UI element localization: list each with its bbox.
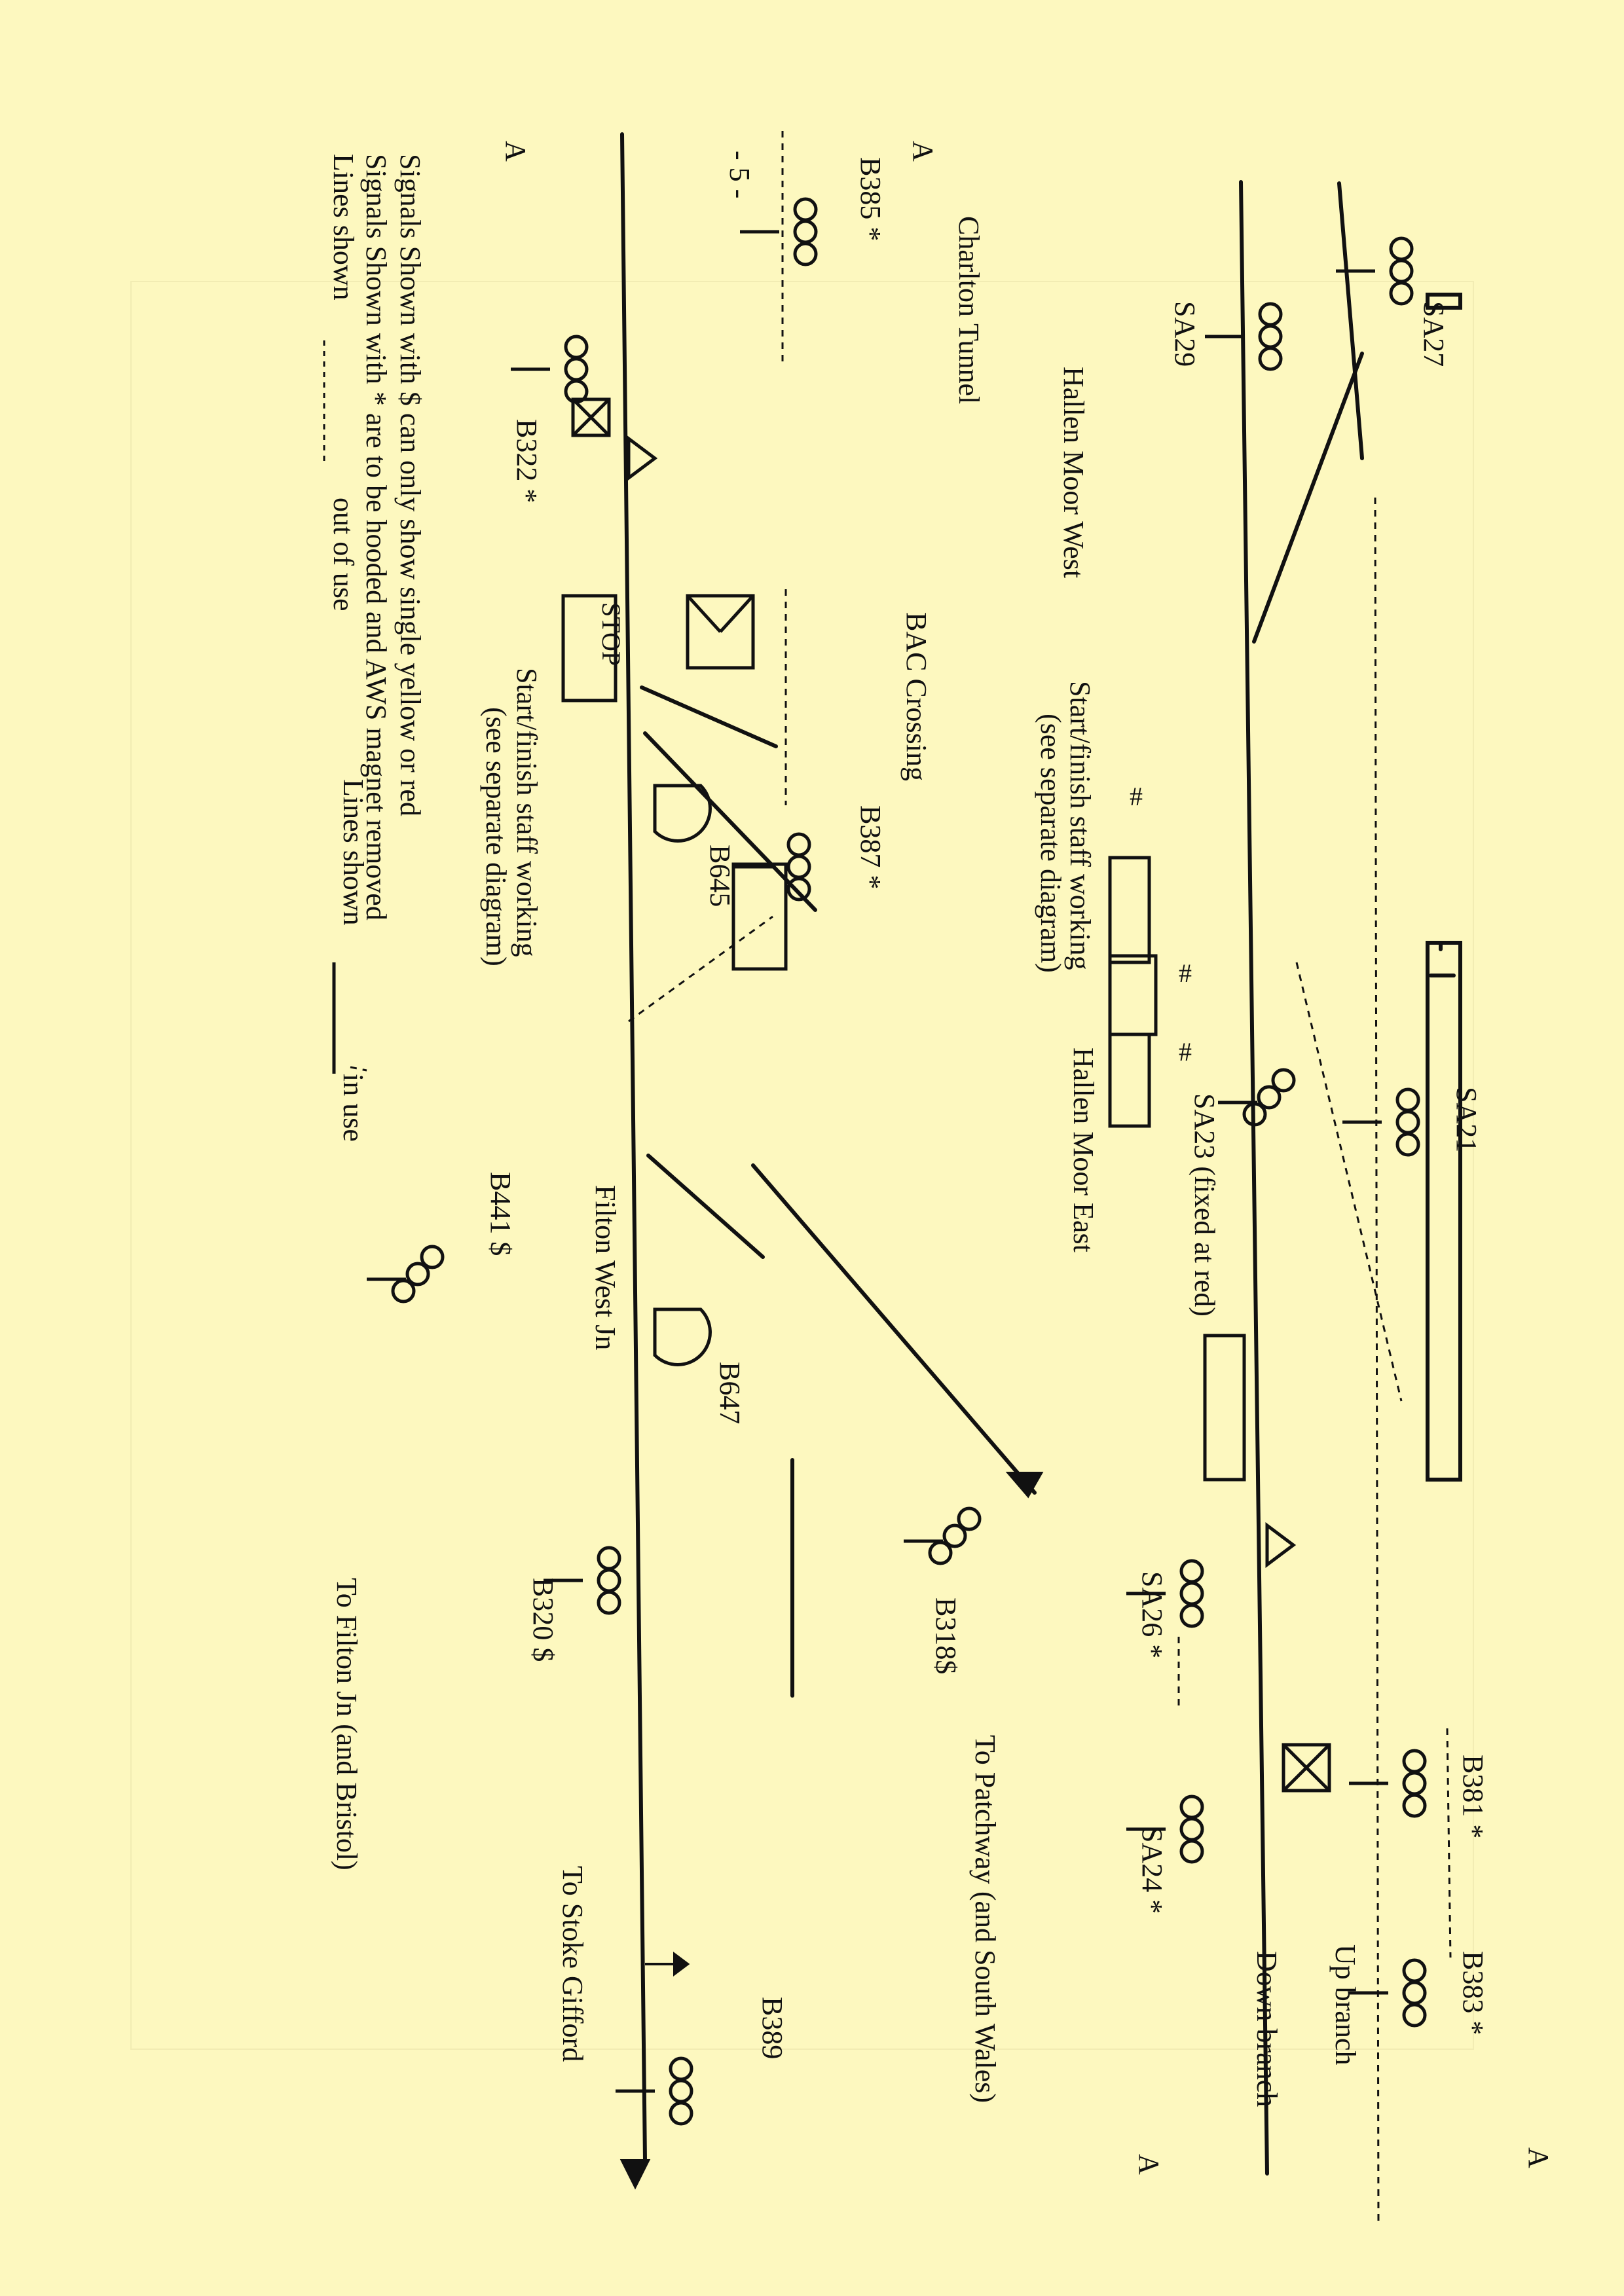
crossover-sa27 — [1252, 352, 1364, 644]
staff-working-east-line1: Start/finish staff working — [1064, 681, 1096, 970]
to-stoke-gifford-label: To Stoke Gifford — [557, 1866, 589, 2062]
signal-sa26-head — [1126, 1559, 1204, 1628]
board-b647-label: B647 — [714, 1362, 746, 1424]
signal-b322-head — [511, 335, 589, 404]
page-marker: - 5 - — [724, 151, 756, 198]
end-marker-left-top: A — [907, 141, 939, 162]
stop-board-east-3 — [1108, 1032, 1151, 1128]
signal-b381-label: B381 * — [1457, 1755, 1489, 1838]
signal-sa21-label: SA21 — [1450, 1087, 1483, 1152]
b381-cross-box — [1282, 1743, 1331, 1793]
arrow-to-filton — [619, 2159, 651, 2190]
end-arrows — [619, 1472, 1044, 2190]
arrow-marker-2 — [1265, 1522, 1297, 1568]
track-block-right — [1426, 941, 1462, 1482]
signal-b320-label: B320 $ — [527, 1578, 559, 1662]
legend-out-of-use-prefix: Lines shown — [327, 154, 360, 301]
hallen-moor-west-label: Hallen Moor West — [1058, 367, 1090, 578]
stop-board-east-1 — [1108, 856, 1151, 964]
signal-b441-head — [367, 1245, 445, 1303]
filton-west-jn-label: Filton West Jn — [589, 1185, 621, 1350]
hash-1: # — [1130, 782, 1143, 811]
signal-sa27-label: SA27 — [1418, 301, 1450, 367]
signal-b383-head — [1349, 1958, 1427, 2028]
signal-b389-head — [616, 2056, 693, 2126]
end-marker-right-top: A — [1522, 2147, 1555, 2168]
legend-dollar-line: Signals Shown with $ can only show singl… — [394, 154, 426, 816]
hash-2: # — [1179, 958, 1192, 988]
b647-board-shape — [653, 1307, 712, 1366]
signal-b383-label: B383 * — [1457, 1951, 1489, 2035]
signal-sa21-head — [1342, 1087, 1420, 1157]
board-b645-label: B645 — [704, 845, 736, 907]
legend-star-line: Signals Shown with * are to be hooded an… — [360, 154, 392, 920]
stop-board-west-2 — [731, 862, 788, 971]
dashed-diag-sa21 — [1295, 962, 1403, 1402]
signal-sa27-head — [1336, 236, 1414, 306]
signal-b318-label: B318$ — [930, 1597, 962, 1674]
b645-board-shape — [653, 784, 712, 843]
signal-sa24-head — [1126, 1795, 1204, 1864]
hash-3: # — [1179, 1037, 1192, 1066]
staff-working-east-line2: (see separate diagram) — [1035, 714, 1067, 973]
end-marker-left-bottom: A — [500, 141, 532, 162]
staff-working-west-line2: (see separate diagram) — [480, 707, 512, 966]
arrow-marker-1 — [627, 435, 658, 481]
up-branch-line — [1374, 497, 1380, 2227]
signal-b322-label: B322 * — [511, 419, 543, 503]
signal-sa23-head — [1218, 1068, 1296, 1127]
signal-sa29-head — [1205, 302, 1283, 371]
bleed-through — [130, 281, 1474, 2050]
end-marker-right-bottom: A — [1133, 2154, 1165, 2175]
track-lines — [620, 132, 1462, 2176]
signal-b441-label: B441 $ — [485, 1172, 517, 1256]
patchway-branch-1 — [751, 1163, 1037, 1495]
signal-b387-label: B387 * — [855, 805, 887, 889]
signal-sa26-label: SA26 * — [1136, 1571, 1168, 1658]
hallen-moor-east-label: Hallen Moor East — [1067, 1048, 1099, 1252]
stop-board-east-2 — [1108, 954, 1158, 1036]
down-branch-line — [1239, 180, 1269, 2176]
arrow-to-patchway — [1005, 1472, 1044, 1499]
labels: - 5 - A A A A SA27 SA29 SA21 SA23 (fixed… — [331, 141, 1555, 2175]
down-branch-label: Down branch — [1251, 1951, 1283, 2107]
b322-cross-box — [571, 397, 611, 437]
signal-b389-label: B389 — [756, 1997, 788, 2059]
out-of-use-lines — [350, 131, 1452, 2227]
charlton-tunnel-label: Charlton Tunnel — [953, 216, 985, 404]
legend-out-of-use-text: out of use — [327, 498, 360, 611]
hash-marks: # # # — [1130, 782, 1192, 1066]
track-stub-top — [1426, 293, 1462, 310]
signal-b387-head — [733, 832, 811, 902]
signal-b385-label: B385 * — [855, 157, 887, 241]
legend-in-use-prefix: Lines shown — [337, 779, 369, 926]
bac-crossing-label: BAC Crossing — [900, 612, 932, 781]
to-filton-label: To Filton Jn (and Bristol) — [331, 1578, 363, 1870]
bac-connection — [640, 685, 778, 748]
legend-in-use-text: in use — [337, 1074, 369, 1142]
signal-sa29-label: SA29 — [1169, 301, 1201, 367]
signal-b385-head — [740, 197, 818, 266]
legend: Signals Shown with $ can only show singl… — [323, 154, 426, 1142]
staff-working-west-line1: Start/finish staff working — [511, 668, 543, 957]
line-sa27 — [1337, 181, 1364, 460]
to-patchway-label: To Patchway (and South Wales) — [969, 1735, 1001, 2103]
signal-sa24-label: SA24 * — [1136, 1827, 1168, 1914]
signal-b381-head — [1349, 1749, 1427, 1818]
signal-b320-head — [544, 1546, 621, 1615]
signal-sa23-label: SA23 (fixed at red) — [1189, 1093, 1221, 1317]
stop-board-label: STOP — [597, 602, 626, 666]
board-shapes — [561, 397, 1331, 1793]
signal-heads — [367, 197, 1427, 2126]
bac-crossing-box — [686, 594, 755, 670]
up-branch-label: Up branch — [1329, 1944, 1361, 2066]
sa23-block — [1203, 1334, 1246, 1482]
single-line-main — [620, 132, 647, 2162]
stop-board-west — [561, 594, 618, 702]
filton-west-jn-link — [646, 1154, 765, 1259]
signal-b318-head — [904, 1506, 982, 1565]
